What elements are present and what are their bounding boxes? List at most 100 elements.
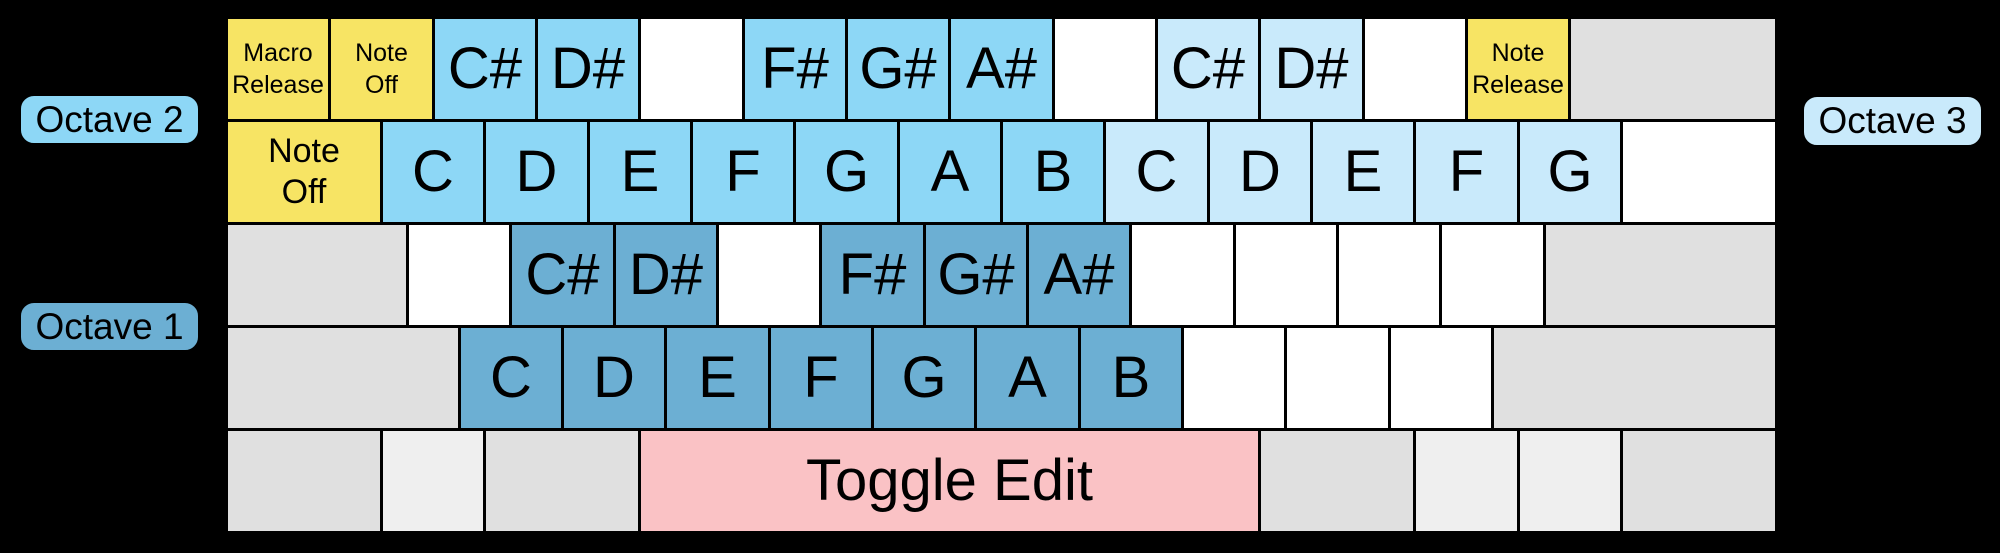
key-inactive bbox=[1568, 16, 1778, 122]
key-note-f-sharp-oct2: F# bbox=[742, 16, 848, 122]
key-note-off-text: Note Off bbox=[355, 39, 408, 99]
key-unmapped bbox=[1439, 222, 1546, 328]
key-note-a-oct1: A bbox=[974, 325, 1081, 431]
key-note-c-oct2: C bbox=[380, 119, 486, 225]
key-note-f-oct1: F bbox=[768, 325, 874, 431]
key-toggle-edit: Toggle Edit bbox=[638, 428, 1261, 534]
key-unmapped bbox=[1620, 119, 1778, 225]
key-note-g-oct1-text: G bbox=[901, 345, 947, 410]
key-note-d-sharp-oct2: D# bbox=[535, 16, 641, 122]
key-note-c-oct1-text: C bbox=[490, 345, 532, 410]
key-note-a-sharp-oct2-text: A# bbox=[966, 36, 1037, 101]
key-unmapped bbox=[1233, 222, 1339, 328]
key-toggle-edit-text: Toggle Edit bbox=[806, 448, 1093, 513]
key-note-g-oct3-text: G bbox=[1547, 139, 1593, 204]
key-unmapped bbox=[1336, 222, 1442, 328]
key-note-f-sharp-oct2-text: F# bbox=[761, 36, 829, 101]
key-note-b-oct1-text: B bbox=[1111, 345, 1151, 410]
key-inactive bbox=[225, 428, 383, 534]
key-note-f-oct1-text: F bbox=[803, 345, 839, 410]
key-note-b-oct2: B bbox=[1000, 119, 1106, 225]
key-note-c-sharp-oct1-text: C# bbox=[525, 242, 600, 307]
key-macro-release: Macro Release bbox=[225, 16, 331, 122]
key-note-g-oct3: G bbox=[1517, 119, 1623, 225]
key-unmapped bbox=[1284, 325, 1391, 431]
key-note-f-oct2-text: F bbox=[725, 139, 761, 204]
key-note-d-sharp-oct1-text: D# bbox=[628, 242, 704, 307]
key-inactive bbox=[1620, 428, 1778, 534]
key-note-g-oct2-text: G bbox=[823, 139, 870, 204]
key-inactive bbox=[1543, 222, 1778, 328]
key-note-e-oct2-text: E bbox=[620, 139, 660, 204]
key-note-release: Note Release bbox=[1465, 16, 1571, 122]
key-inactive bbox=[483, 428, 641, 534]
key-note-c-sharp-oct3: C# bbox=[1155, 16, 1261, 122]
key-note-c-oct3: C bbox=[1103, 119, 1210, 225]
key-note-f-sharp-oct1: F# bbox=[819, 222, 926, 328]
key-note-d-oct1-text: D bbox=[593, 345, 635, 410]
key-unmapped bbox=[1052, 16, 1158, 122]
key-note-e-oct1-text: E bbox=[698, 345, 737, 410]
key-note-c-oct1: C bbox=[458, 325, 564, 431]
key-unmapped bbox=[406, 222, 512, 328]
key-inactive bbox=[225, 325, 461, 431]
key-note-d-oct2: D bbox=[483, 119, 590, 225]
key-note-g-sharp-oct1-text: G# bbox=[937, 242, 1015, 307]
key-note-a-sharp-oct2: A# bbox=[948, 16, 1055, 122]
key-note-d-sharp-oct3-text: D# bbox=[1274, 36, 1349, 101]
key-note-c-oct2-text: C bbox=[412, 139, 454, 204]
key-unmapped bbox=[1362, 16, 1468, 122]
key-unmapped bbox=[1181, 325, 1287, 431]
key-unmapped bbox=[638, 16, 745, 122]
key-note-d-sharp-oct1: D# bbox=[613, 222, 719, 328]
key-note-g-sharp-oct2: G# bbox=[845, 16, 951, 122]
key-note-off: Note Off bbox=[328, 16, 435, 122]
key-note-f-oct3: F bbox=[1413, 119, 1520, 225]
key-note-c-sharp-oct3-text: C# bbox=[1170, 36, 1246, 101]
key-inactive bbox=[1413, 428, 1520, 534]
key-note-g-sharp-oct2-text: G# bbox=[859, 36, 937, 101]
key-note-a-oct2-text: A bbox=[930, 139, 970, 204]
key-note-c-oct3-text: C bbox=[1135, 139, 1178, 204]
key-note-off-text: Note Off bbox=[268, 132, 340, 211]
key-note-d-sharp-oct2-text: D# bbox=[550, 36, 626, 101]
key-note-b-oct1: B bbox=[1078, 325, 1184, 431]
key-inactive bbox=[1517, 428, 1623, 534]
key-note-f-oct2: F bbox=[690, 119, 796, 225]
key-note-off: Note Off bbox=[225, 119, 383, 225]
key-note-d-oct3-text: D bbox=[1239, 139, 1281, 204]
key-note-e-oct2: E bbox=[587, 119, 693, 225]
key-inactive bbox=[380, 428, 486, 534]
key-note-e-oct3: E bbox=[1310, 119, 1416, 225]
key-note-d-oct1: D bbox=[561, 325, 667, 431]
key-unmapped bbox=[1129, 222, 1236, 328]
octave-3-label: Octave 3 bbox=[1801, 94, 1984, 148]
key-note-a-sharp-oct1-text: A# bbox=[1043, 242, 1115, 307]
key-note-c-sharp-oct1: C# bbox=[509, 222, 616, 328]
key-note-g-sharp-oct1: G# bbox=[923, 222, 1029, 328]
key-note-g-oct2: G bbox=[793, 119, 900, 225]
key-note-a-oct2: A bbox=[897, 119, 1003, 225]
key-macro-release-text: Macro Release bbox=[232, 39, 324, 99]
key-note-e-oct3-text: E bbox=[1343, 139, 1383, 204]
key-note-d-oct3: D bbox=[1207, 119, 1313, 225]
key-unmapped bbox=[1388, 325, 1494, 431]
key-note-b-oct2-text: B bbox=[1033, 139, 1073, 204]
key-note-e-oct1: E bbox=[664, 325, 771, 431]
key-note-a-sharp-oct1: A# bbox=[1026, 222, 1132, 328]
key-inactive bbox=[1491, 325, 1778, 431]
key-inactive bbox=[225, 222, 409, 328]
key-note-c-sharp-oct2-text: C# bbox=[447, 36, 523, 101]
key-note-f-oct3-text: F bbox=[1448, 139, 1485, 204]
octave-2-label: Octave 2 bbox=[18, 93, 201, 146]
key-note-d-oct2-text: D bbox=[515, 139, 558, 204]
key-note-a-oct1-text: A bbox=[1008, 345, 1047, 410]
key-note-f-sharp-oct1-text: F# bbox=[838, 242, 907, 307]
key-note-release-text: Note Release bbox=[1472, 39, 1564, 99]
key-note-c-sharp-oct2: C# bbox=[432, 16, 538, 122]
key-note-d-sharp-oct3: D# bbox=[1258, 16, 1365, 122]
key-unmapped bbox=[716, 222, 822, 328]
key-inactive bbox=[1258, 428, 1416, 534]
